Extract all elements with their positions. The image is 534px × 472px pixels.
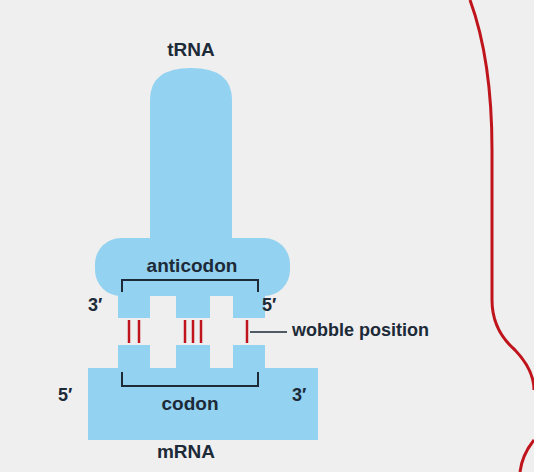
strand-end-label: 5′ [262,296,276,316]
base-pair-lines [129,320,247,343]
trna-stem [150,68,232,245]
region-label: anticodon [147,256,238,277]
strand-end-label: 5′ [58,386,72,406]
mrna-strand [88,368,318,440]
codon-bracket [122,372,258,386]
mrna-strand: codon mRNA [60,368,318,468]
leader-line [250,331,287,333]
molecule-title: mRNA [157,442,215,463]
anticodon-base-tooth [118,290,150,318]
molecule-title: tRNA [167,40,215,61]
strand-end-label: 3′ [292,386,306,406]
red-annotation-curve [520,440,534,472]
anticodon-bracket [122,280,258,292]
region-label: codon [162,394,219,415]
anticodon-loop [95,238,290,296]
callout-label: wobble position [292,321,429,341]
trna-molecule: tRNA anticodon [95,38,290,318]
anticodon-base-tooth [176,290,210,318]
anticodon-base-tooth [233,290,265,318]
red-annotation-curve [470,0,534,390]
strand-end-label: 3′ [88,296,102,316]
